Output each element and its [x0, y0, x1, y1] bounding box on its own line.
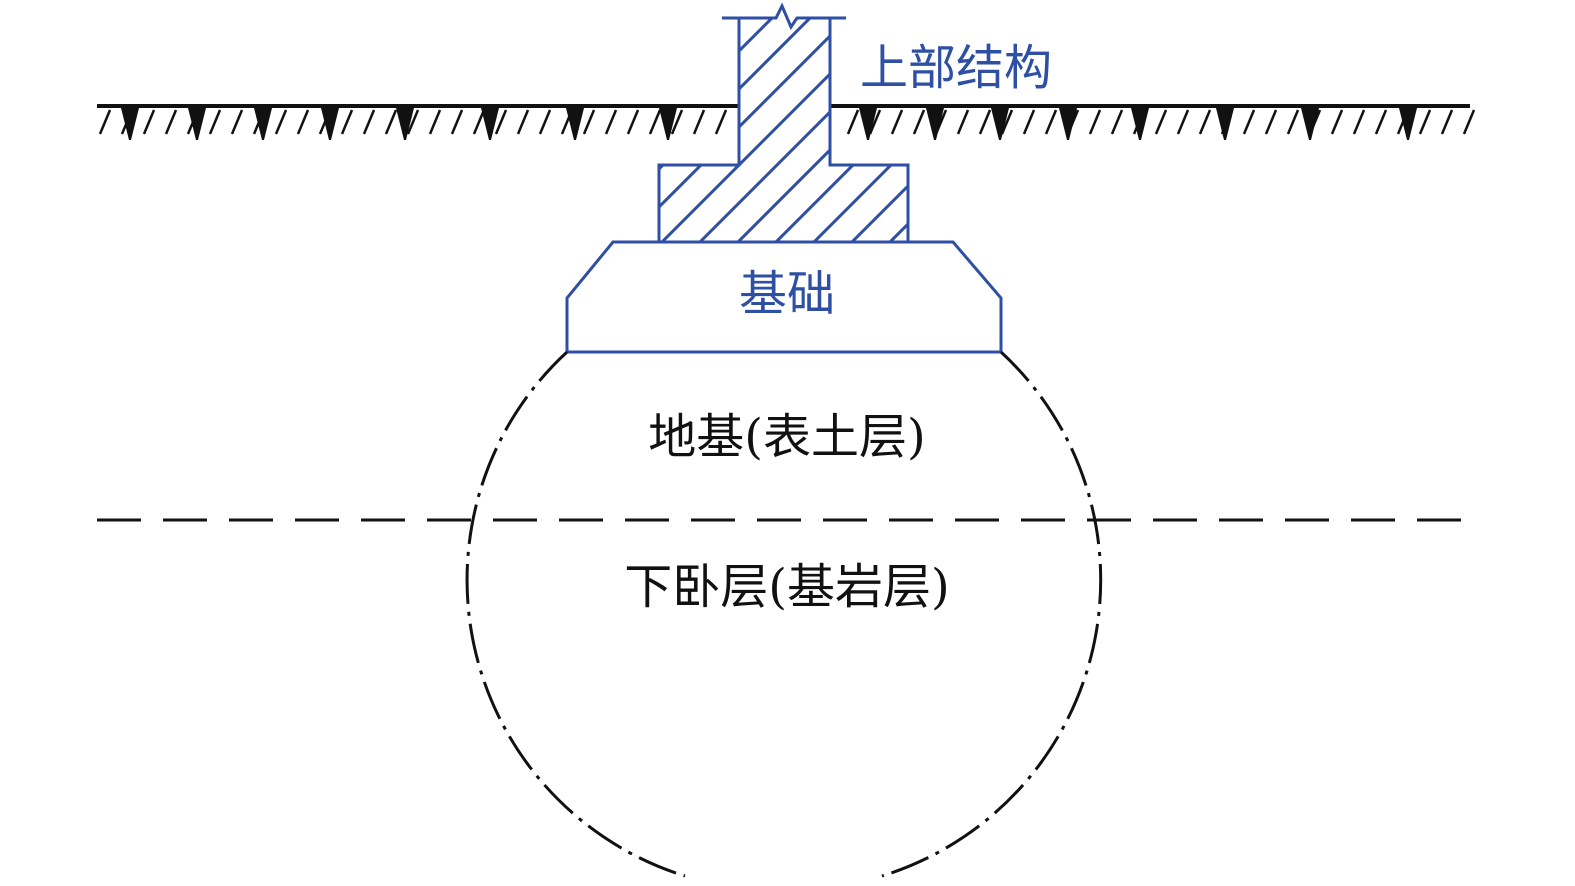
hatch-line [1022, 109, 1036, 135]
hatch-line [956, 109, 970, 135]
hatch-line [978, 109, 992, 135]
hatch-line [1088, 109, 1102, 135]
hatch-line [1000, 109, 1014, 135]
spike-mark [188, 108, 206, 140]
spike-mark [566, 108, 584, 140]
ground-spikes [121, 108, 1417, 140]
spike-mark [926, 108, 944, 140]
hatch-line [648, 109, 662, 135]
hatch-line [274, 109, 288, 135]
hatch-line [1374, 109, 1388, 135]
hatch-line [340, 109, 354, 135]
hatch-line [538, 109, 552, 135]
hatch-line [450, 109, 464, 135]
hatch-line [1044, 109, 1058, 135]
hatch-line [582, 109, 596, 135]
hatch-line [1352, 109, 1366, 135]
subgrade-label: 地基(表土层) [648, 409, 925, 465]
influence-zone-right [881, 350, 1103, 878]
hatch-line [604, 109, 618, 135]
hatch-line [142, 109, 156, 135]
hatch-line [714, 109, 728, 135]
spike-mark [121, 108, 139, 140]
hatch-line [1242, 109, 1256, 135]
hatch-line [1176, 109, 1190, 135]
hatch-line [670, 109, 684, 135]
hatch-line [1198, 109, 1212, 135]
foundation-label: 基础 [739, 266, 835, 322]
hatch-line [98, 109, 112, 135]
hatch-line [164, 109, 178, 135]
ground-hatching [98, 109, 1476, 135]
spike-mark [396, 108, 414, 140]
section-hatch-line [338, 0, 638, 300]
hatch-line [1330, 109, 1344, 135]
hatch-line [692, 109, 706, 135]
hatch-line [1286, 109, 1300, 135]
hatch-line [912, 109, 926, 135]
spike-mark [1131, 108, 1149, 140]
spike-mark [1301, 108, 1319, 140]
spike-mark [991, 108, 1009, 140]
hatch-line [494, 109, 508, 135]
spike-mark [1059, 108, 1077, 140]
hatch-line [428, 109, 442, 135]
spike-mark [321, 108, 339, 140]
hatch-line [384, 109, 398, 135]
hatch-line [1440, 109, 1454, 135]
hatch-line [890, 109, 904, 135]
hatch-line [1110, 109, 1124, 135]
influence-zone-left [465, 350, 686, 878]
hatch-line [868, 109, 882, 135]
hatch-line [406, 109, 420, 135]
spike-mark [659, 108, 677, 140]
spike-mark [1216, 108, 1234, 140]
hatch-line [472, 109, 486, 135]
ground-surface [97, 104, 1476, 140]
hatch-line [626, 109, 640, 135]
hatch-line [296, 109, 310, 135]
spike-mark [254, 108, 272, 140]
hatch-line [1462, 109, 1476, 135]
superstructure-label: 上部结构 [860, 40, 1052, 96]
hatch-line [1264, 109, 1278, 135]
hatch-line [1154, 109, 1168, 135]
hatch-line [362, 109, 376, 135]
hatch-line [208, 109, 222, 135]
hatch-line [846, 109, 860, 135]
spike-mark [859, 108, 877, 140]
spike-mark [481, 108, 499, 140]
section-hatch-line [300, 0, 600, 300]
break-line [722, 2, 846, 31]
spike-mark [1399, 108, 1417, 140]
hatch-line [516, 109, 530, 135]
hatch-line [230, 109, 244, 135]
underlying-layer-label: 下卧层(基岩层) [624, 559, 949, 615]
hatch-line [1418, 109, 1432, 135]
